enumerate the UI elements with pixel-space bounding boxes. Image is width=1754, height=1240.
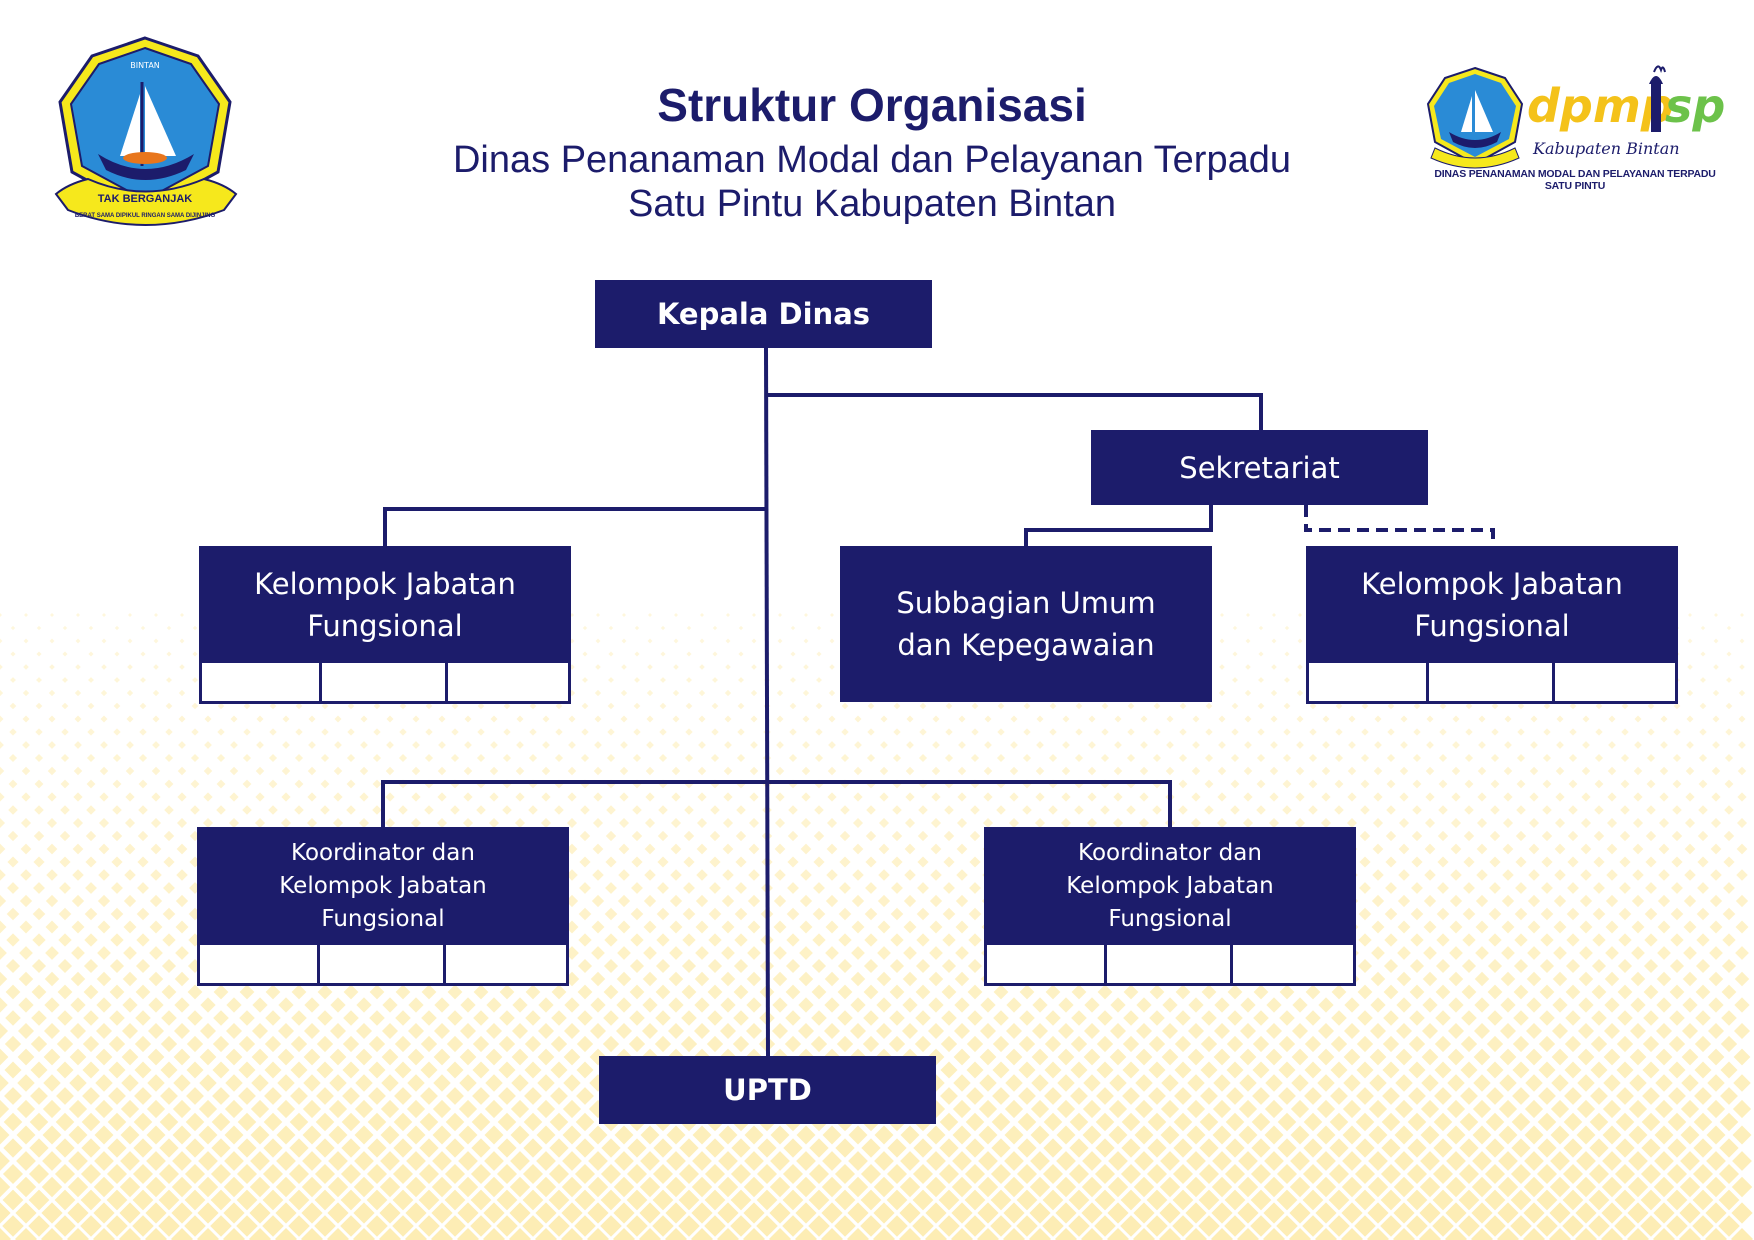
kjf-right-line2: Fungsional bbox=[1414, 608, 1570, 643]
koordinator-left-line3: Fungsional bbox=[321, 905, 445, 932]
connector-to-koordinator-left bbox=[381, 780, 1172, 827]
kjf-left-cells bbox=[199, 663, 571, 704]
org-box-kepala-dinas: Kepala Dinas bbox=[595, 280, 932, 348]
kjf-right-cell bbox=[1309, 663, 1429, 701]
org-box-kjf-left: Kelompok Jabatan Fungsional bbox=[199, 546, 571, 663]
emblem-ribbon-text: BERAT SAMA DIPIKUL RINGAN SAMA DIJINJING bbox=[75, 213, 216, 219]
dpmptsp-logo-icon: dpmp sp Kabupaten Bintan bbox=[1426, 65, 1725, 169]
dpmptsp-wordmark-part1: dpmp bbox=[1527, 79, 1674, 133]
koordinator-left-cell bbox=[446, 945, 566, 983]
koordinator-left-cell bbox=[320, 945, 446, 983]
uptd-label: UPTD bbox=[723, 1073, 812, 1107]
sekretariat-label: Sekretariat bbox=[1179, 450, 1340, 485]
koordinator-right-line1: Koordinator dan bbox=[1078, 839, 1262, 866]
org-box-kjf-right: Kelompok Jabatan Fungsional bbox=[1306, 546, 1678, 663]
org-box-subbagian-umum: Subbagian Umum dan Kepegawaian bbox=[840, 546, 1212, 702]
connector-to-kjf-left bbox=[383, 507, 766, 546]
connector-main-vertical bbox=[764, 347, 770, 1057]
org-box-koordinator-right: Koordinator dan Kelompok Jabatan Fungsio… bbox=[984, 827, 1356, 945]
kjf-left-cell bbox=[322, 663, 448, 701]
subbagian-line1: Subbagian Umum bbox=[896, 586, 1156, 620]
kjf-right-cell bbox=[1555, 663, 1675, 701]
emblem-motto-text: TAK BERGANJAK bbox=[98, 193, 193, 205]
koordinator-right-cell bbox=[1233, 945, 1353, 983]
page-subtitle-line1: Dinas Penanaman Modal dan Pelayanan Terp… bbox=[452, 139, 1291, 181]
kjf-right-cells bbox=[1306, 663, 1678, 704]
connector-to-subbagian bbox=[1024, 505, 1213, 546]
org-box-koordinator-left: Koordinator dan Kelompok Jabatan Fungsio… bbox=[197, 827, 569, 945]
dpmptsp-wordmark-part2: sp bbox=[1665, 79, 1725, 133]
connector-to-kjf-right bbox=[1304, 505, 1495, 546]
koordinator-right-cell bbox=[1107, 945, 1233, 983]
connector-to-sekretariat bbox=[766, 393, 1263, 430]
bintan-regency-emblem-icon: BINTAN TAK BERGANJAK BERAT SAMA DIPIKUL … bbox=[54, 36, 238, 226]
page-title: Struktur Organisasi bbox=[657, 79, 1087, 131]
dpmptsp-emblem-icon bbox=[1426, 66, 1524, 169]
koordinator-right-line2: Kelompok Jabatan bbox=[1066, 872, 1274, 899]
kjf-left-cell bbox=[202, 663, 322, 701]
subbagian-line2: dan Kepegawaian bbox=[897, 628, 1155, 662]
kjf-right-line1: Kelompok Jabatan bbox=[1361, 566, 1623, 601]
org-box-uptd: UPTD bbox=[599, 1056, 936, 1124]
koordinator-right-cells bbox=[984, 945, 1356, 986]
koordinator-left-line1: Koordinator dan bbox=[291, 839, 475, 866]
koordinator-right-line3: Fungsional bbox=[1108, 905, 1232, 932]
page-subtitle-line2: Satu Pintu Kabupaten Bintan bbox=[627, 183, 1117, 225]
kjf-left-cell bbox=[448, 663, 568, 701]
koordinator-left-cell bbox=[200, 945, 320, 983]
kjf-left-line2: Fungsional bbox=[307, 608, 463, 643]
koordinator-left-cells bbox=[197, 945, 569, 986]
dpmptsp-script-text: Kabupaten Bintan bbox=[1532, 139, 1680, 158]
koordinator-right-cell bbox=[987, 945, 1107, 983]
kjf-left-line1: Kelompok Jabatan bbox=[254, 566, 516, 601]
koordinator-left-line2: Kelompok Jabatan bbox=[279, 872, 487, 899]
kepala-dinas-label: Kepala Dinas bbox=[656, 297, 871, 331]
torch-icon bbox=[1649, 65, 1666, 132]
dpmptsp-caption: DINAS PENANAMAN MODAL DAN PELAYANAN TERP… bbox=[1434, 168, 1716, 192]
emblem-top-text: BINTAN bbox=[130, 61, 160, 70]
kjf-right-cell bbox=[1429, 663, 1555, 701]
org-box-sekretariat: Sekretariat bbox=[1091, 430, 1428, 505]
